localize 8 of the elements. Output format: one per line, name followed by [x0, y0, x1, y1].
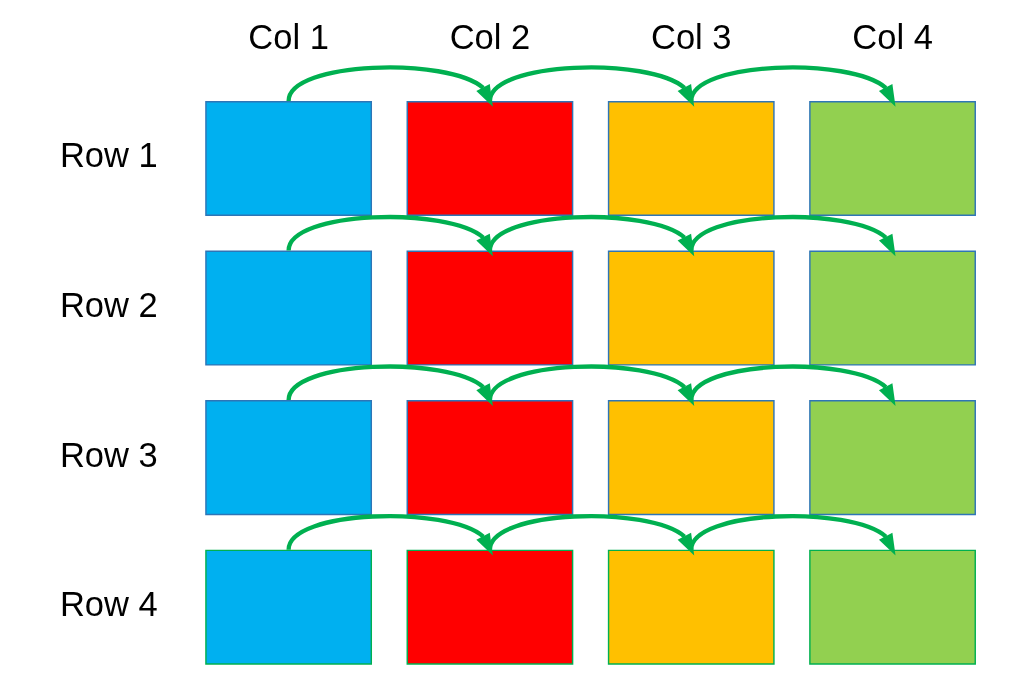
label: Col 4	[852, 17, 933, 56]
label: Row 2	[59, 286, 158, 324]
label: Col 3	[650, 17, 732, 56]
label: Row 3	[59, 435, 158, 474]
label: Col 2	[449, 17, 531, 56]
label: Row 1	[59, 136, 158, 175]
label: Col 1	[248, 17, 329, 56]
label: Row 4	[59, 585, 158, 624]
